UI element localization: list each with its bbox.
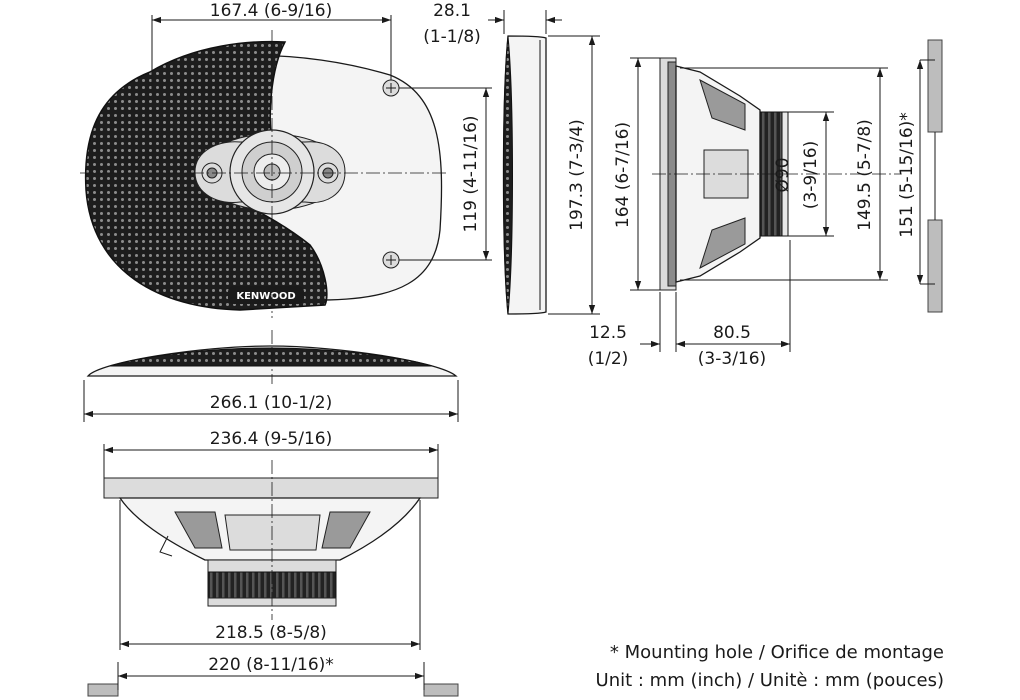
front-height-label: 119 (4-11/16) (461, 115, 481, 232)
side-depth-mm: 28.1 (433, 1, 471, 21)
terminal (159, 535, 173, 557)
bottom-hole-label: 220 (8-11/16)* (208, 655, 334, 675)
bottom-flange (103, 477, 439, 499)
top-view: 266.1 (10-1/2) (83, 330, 459, 422)
wall-section (927, 39, 943, 133)
flange-thickness-mm: 12.5 (589, 323, 627, 343)
note-mounting-hole: * Mounting hole / Orifice de montage (610, 642, 944, 663)
basket-window (224, 514, 321, 551)
magnet-dia-mm: Ø90 (773, 157, 793, 192)
basket-rib (174, 511, 223, 549)
wall-section (423, 683, 459, 697)
brand-badge (228, 286, 304, 304)
side-grille (503, 35, 513, 315)
front-view: KENWOOD 167.4 (6-9/16) 119 (4-11/16) (80, 1, 492, 318)
mounting-hole-label: 151 (5-15/16)* (897, 112, 917, 238)
side-view: 28.1 (1-1/8) 197.3 (7-3/4) (423, 1, 600, 315)
wall-section (87, 683, 119, 697)
top-grille (109, 347, 433, 367)
notes: * Mounting hole / Orifice de montage Uni… (596, 642, 944, 691)
mount-depth-mm: 80.5 (713, 323, 751, 343)
basket-rib (699, 78, 746, 131)
wall-section (927, 219, 943, 313)
note-units: Unit : mm (inch) / Unitè : mm (pouces) (596, 670, 944, 691)
side-depth-in: (1-1/8) (423, 27, 481, 47)
brand-logo: KENWOOD (236, 291, 295, 302)
basket-width-label: 218.5 (8-5/8) (215, 623, 327, 643)
magnet-dia-in: (3-9/16) (801, 141, 821, 209)
bottom-width-label: 236.4 (9-5/16) (210, 429, 332, 449)
profile-height2-label: 149.5 (5-7/8) (855, 119, 875, 231)
side-height-label: 197.3 (7-3/4) (567, 119, 587, 231)
front-width-label: 167.4 (6-9/16) (210, 1, 332, 21)
flange-thickness-in: (1/2) (588, 349, 629, 369)
basket-rib (321, 511, 371, 549)
top-width-label: 266.1 (10-1/2) (210, 393, 332, 413)
basket-rib (699, 217, 746, 270)
profile-height-label: 164 (6-7/16) (613, 122, 633, 228)
bottom-view: 236.4 (9-5/16) 218.5 (8-5/8) 220 (8-11/1… (87, 429, 459, 697)
mount-depth-in: (3-3/16) (698, 349, 766, 369)
profile-view: 164 (6-7/16) Ø90 (3-9/16) 149.5 (5-7/8) … (588, 39, 943, 369)
